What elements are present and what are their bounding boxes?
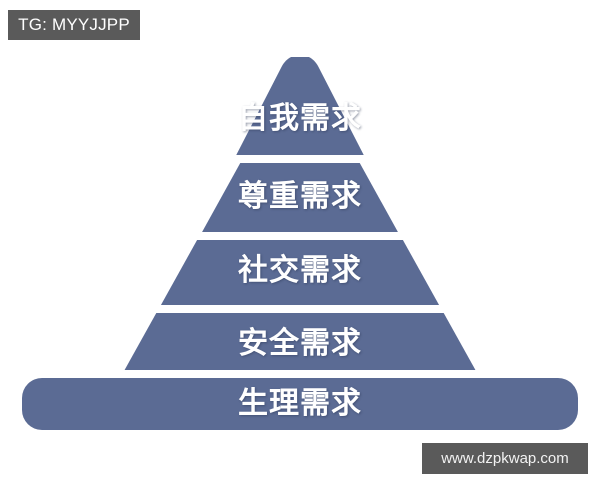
pyramid-tier-4-shape [124, 313, 476, 370]
tg-tag-text: TG: MYYJJPP [18, 15, 130, 34]
pyramid-tier-3 [160, 240, 440, 305]
site-watermark-text: www.dzpkwap.com [441, 450, 569, 467]
pyramid-tier-4 [124, 313, 476, 370]
pyramid-tier-1 [236, 57, 364, 155]
pyramid-tier-3-shape [160, 240, 440, 305]
pyramid-tier-1-shape [236, 57, 364, 155]
site-watermark: www.dzpkwap.com [422, 443, 588, 474]
tg-tag-overlay: TG: MYYJJPP [8, 10, 140, 40]
pyramid-tier-5-shape [22, 378, 578, 430]
pyramid-tier-2-shape [202, 163, 398, 232]
pyramid-tier-2 [202, 163, 398, 232]
pyramid-tier-5 [22, 378, 578, 430]
